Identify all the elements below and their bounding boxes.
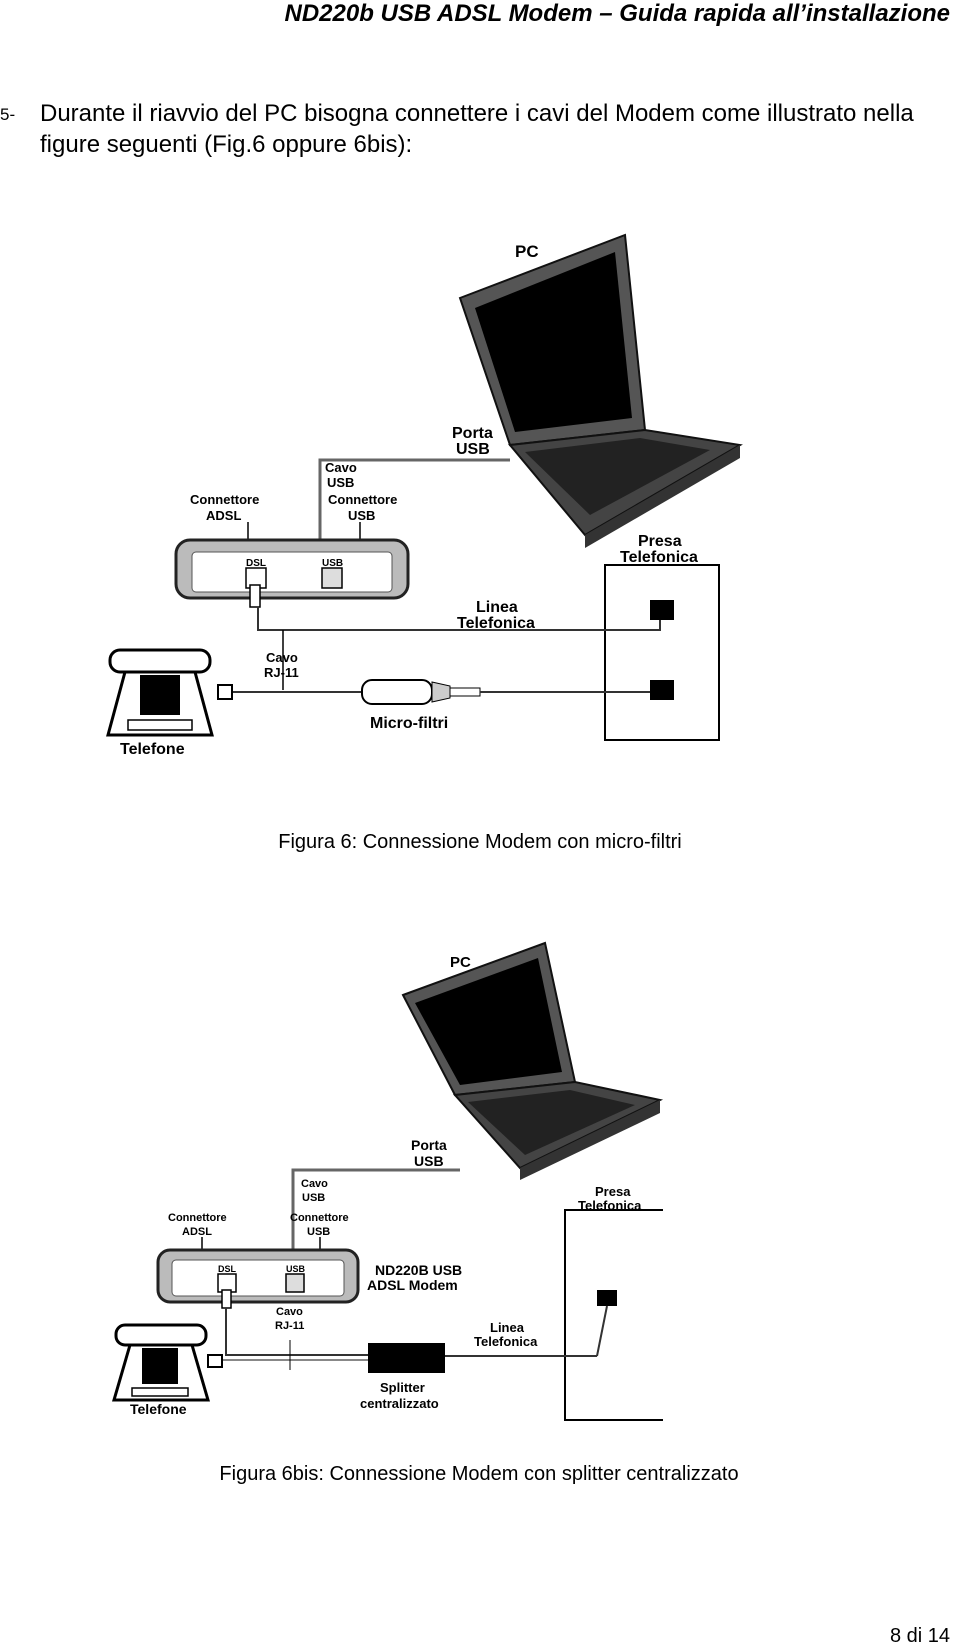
cavo-rj-label-2: RJ-11 bbox=[264, 665, 299, 680]
wall-socket-box bbox=[604, 564, 720, 741]
linea-label-2: Telefonica bbox=[457, 615, 535, 632]
page-number: 8 di 14 bbox=[889, 1625, 950, 1647]
conn-adsl-label-1: Connettore bbox=[168, 1212, 227, 1224]
phone-line bbox=[257, 607, 661, 631]
presa-label-2: Telefonica bbox=[620, 549, 698, 566]
socket-icon bbox=[597, 1290, 617, 1306]
modem-illustration bbox=[174, 538, 410, 608]
modem-name-label-2: ADSL Modem bbox=[367, 1277, 458, 1293]
cavo-usb-label-2: USB bbox=[302, 1192, 325, 1204]
pc-label: PC bbox=[450, 954, 471, 971]
cavo-rj-label-1: Cavo bbox=[266, 650, 298, 665]
presa-label-1: Presa bbox=[638, 533, 682, 550]
dsl-port-label: DSL bbox=[246, 558, 266, 569]
linea-label-1: Linea bbox=[476, 599, 518, 616]
pc-label: PC bbox=[515, 242, 539, 261]
conn-adsl-label-2: ADSL bbox=[206, 508, 241, 523]
conn-usb-label-2: USB bbox=[307, 1226, 330, 1238]
splitter-label-2: centralizzato bbox=[360, 1396, 439, 1411]
micro-filter-illustration bbox=[361, 679, 481, 705]
conn-usb-label-1: Connettore bbox=[328, 492, 397, 507]
laptop-illustration bbox=[458, 233, 743, 548]
laptop-illustration bbox=[401, 941, 664, 1180]
figure-6-caption: Figura 6: Connessione Modem con micro-fi… bbox=[278, 831, 682, 853]
modem-illustration bbox=[156, 1248, 360, 1309]
conn-usb-label-1: Connettore bbox=[290, 1212, 349, 1224]
micro-filtri-label: Micro-filtri bbox=[370, 715, 448, 732]
figure-6-diagram: PC Porta USB Cavo USB Connettore ADSL Co… bbox=[100, 230, 780, 800]
splitter-label-1: Splitter bbox=[380, 1380, 425, 1395]
cavo-rj-label-2: RJ-11 bbox=[275, 1320, 304, 1332]
usb-port-label: USB bbox=[322, 558, 343, 569]
dsl-port-label: DSL bbox=[218, 1264, 237, 1274]
socket-2-icon bbox=[650, 680, 674, 700]
usb-cable bbox=[291, 1168, 460, 1260]
linea-label-2: Telefonica bbox=[474, 1334, 538, 1349]
presa-label-1: Presa bbox=[595, 1184, 631, 1199]
figure-6bis-caption: Figura 6bis: Connessione Modem con split… bbox=[219, 1463, 739, 1485]
step-number: 5- bbox=[0, 105, 16, 124]
telefone-label: Telefone bbox=[130, 1401, 187, 1417]
usb-port-label: USB bbox=[286, 1264, 306, 1274]
usb-cable bbox=[318, 458, 510, 560]
telephone-illustration bbox=[112, 1323, 223, 1402]
telephone-illustration bbox=[106, 648, 233, 737]
conn-usb-label-2: USB bbox=[348, 508, 375, 523]
splitter-illustration bbox=[368, 1343, 445, 1373]
conn-adsl-label-1: Connettore bbox=[190, 492, 259, 507]
cavo-usb-label-1: Cavo bbox=[325, 460, 357, 475]
telefone-label: Telefone bbox=[120, 741, 185, 758]
modem-name-label-1: ND220B USB bbox=[375, 1262, 462, 1278]
linea-label-1: Linea bbox=[490, 1320, 525, 1335]
socket-1-icon bbox=[650, 600, 674, 620]
cavo-usb-label-2: USB bbox=[327, 475, 354, 490]
porta-usb-label-1: Porta bbox=[411, 1137, 447, 1153]
document-header: ND220b USB ADSL Modem – Guida rapida all… bbox=[284, 0, 950, 27]
step-text: Durante il riavvio del PC bisogna connet… bbox=[40, 100, 914, 158]
wall-socket-box bbox=[564, 1209, 663, 1421]
cavo-usb-label-1: Cavo bbox=[301, 1178, 328, 1190]
porta-usb-label-2: USB bbox=[414, 1153, 444, 1169]
cavo-rj-label-1: Cavo bbox=[276, 1306, 303, 1318]
porta-usb-label-1: Porta bbox=[452, 425, 493, 442]
presa-label-2: Telefonica bbox=[578, 1198, 642, 1213]
figure-6bis-diagram: PC Porta USB Cavo USB Connettore ADSL Co… bbox=[110, 940, 730, 1430]
porta-usb-label-2: USB bbox=[456, 441, 490, 458]
conn-adsl-label-2: ADSL bbox=[182, 1226, 212, 1238]
